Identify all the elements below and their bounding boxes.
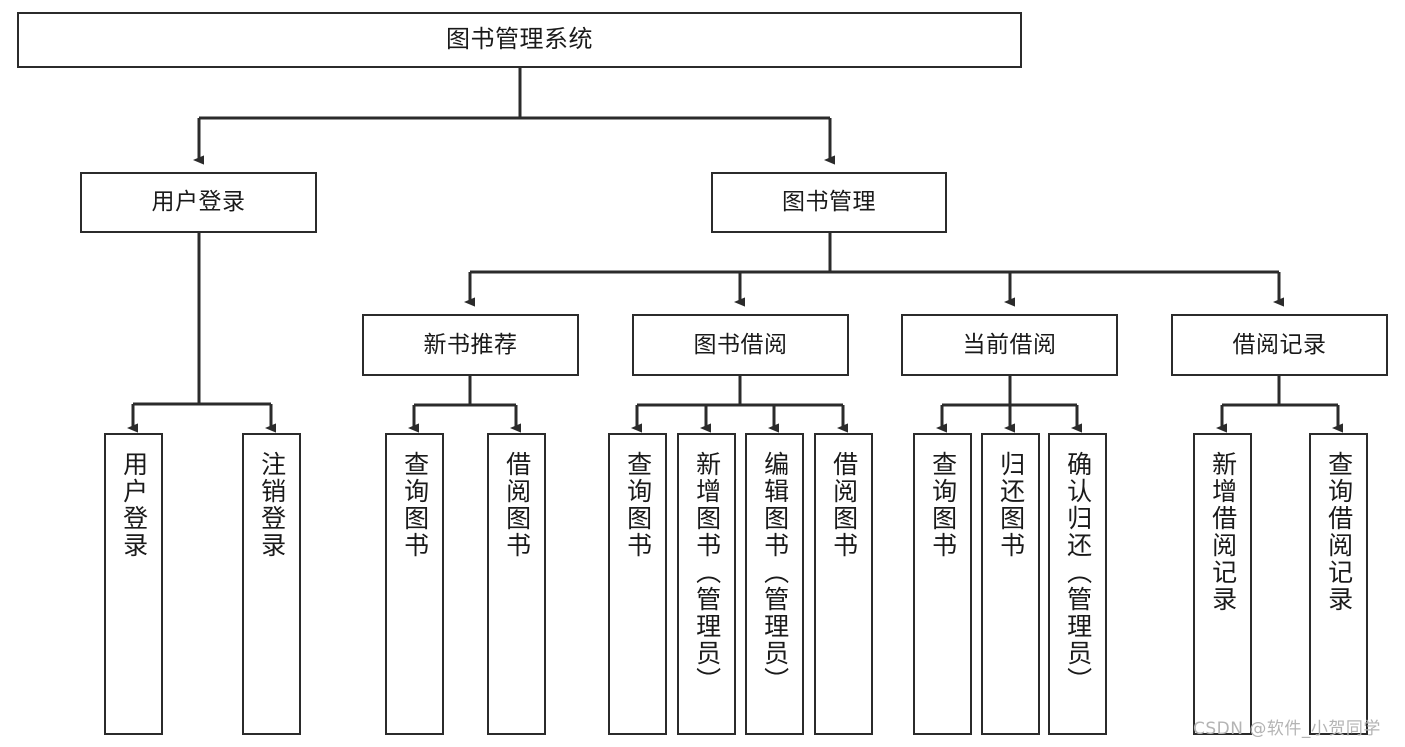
node-current-borrow[interactable]: 当前借阅 <box>901 314 1118 376</box>
node-user-login[interactable]: 用户登录 <box>80 172 317 233</box>
node-label: 注销登录 <box>257 451 287 559</box>
node-new-book-recommend[interactable]: 新书推荐 <box>362 314 579 376</box>
node-book-borrow[interactable]: 图书借阅 <box>632 314 849 376</box>
leaf-return-book[interactable]: 归还图书 <box>981 433 1040 735</box>
leaf-borrow-book-recommend[interactable]: 借阅图书 <box>487 433 546 735</box>
node-label: 确认归还（管理员） <box>1063 451 1093 694</box>
node-label: 借阅图书 <box>502 451 532 559</box>
node-label: 查询图书 <box>623 451 653 559</box>
node-label: 图书管理 <box>782 189 876 216</box>
leaf-confirm-return-admin[interactable]: 确认归还（管理员） <box>1048 433 1107 735</box>
node-label: 查询图书 <box>928 451 958 559</box>
node-label: 查询图书 <box>400 451 430 559</box>
node-label: 新增借阅记录 <box>1208 451 1238 613</box>
node-label: 用户登录 <box>151 189 246 216</box>
leaf-add-book-admin[interactable]: 新增图书（管理员） <box>677 433 736 735</box>
node-label: 用户登录 <box>119 451 149 559</box>
leaf-edit-book-admin[interactable]: 编辑图书（管理员） <box>745 433 804 735</box>
node-label: 借阅图书 <box>829 451 859 559</box>
node-root-system[interactable]: 图书管理系统 <box>17 12 1022 68</box>
node-borrow-record[interactable]: 借阅记录 <box>1171 314 1388 376</box>
node-label: 新增图书（管理员） <box>692 451 722 694</box>
leaf-query-book-borrow[interactable]: 查询图书 <box>608 433 667 735</box>
leaf-borrow-book[interactable]: 借阅图书 <box>814 433 873 735</box>
leaf-query-book-current[interactable]: 查询图书 <box>913 433 972 735</box>
leaf-query-book-recommend[interactable]: 查询图书 <box>385 433 444 735</box>
leaf-user-login[interactable]: 用户登录 <box>104 433 163 735</box>
watermark-text: CSDN @软件_小贺同学 <box>1193 719 1381 739</box>
node-book-management[interactable]: 图书管理 <box>711 172 947 233</box>
node-label: 查询借阅记录 <box>1324 451 1354 613</box>
leaf-logout-login[interactable]: 注销登录 <box>242 433 301 735</box>
node-label: 归还图书 <box>996 451 1026 559</box>
leaf-add-borrow-record[interactable]: 新增借阅记录 <box>1193 433 1252 735</box>
node-label: 编辑图书（管理员） <box>760 451 790 694</box>
node-label: 借阅记录 <box>1232 331 1327 358</box>
leaf-query-borrow-record[interactable]: 查询借阅记录 <box>1309 433 1368 735</box>
node-label: 图书管理系统 <box>446 25 593 54</box>
node-label: 新书推荐 <box>423 331 518 358</box>
node-label: 图书借阅 <box>693 331 788 358</box>
node-label: 当前借阅 <box>962 331 1057 358</box>
